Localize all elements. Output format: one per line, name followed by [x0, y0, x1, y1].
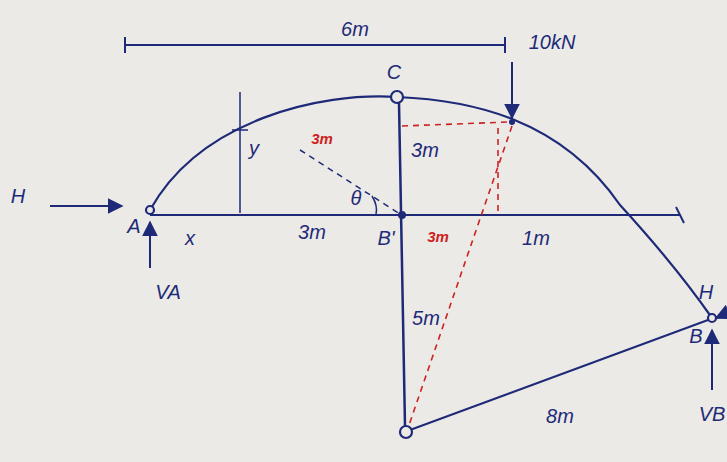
dimension-label: 3m	[298, 222, 326, 242]
radius-line	[410, 320, 708, 430]
dimension-label: 3m	[311, 131, 333, 146]
dimension-label: H	[699, 282, 713, 302]
dimension-label: VB	[699, 404, 726, 424]
crown-vertical	[399, 103, 405, 426]
red-dashed-line	[408, 126, 512, 428]
baseline	[150, 214, 680, 216]
dimension-label: VA	[155, 282, 181, 302]
arch-curve	[150, 96, 712, 318]
dimension-tick	[504, 37, 506, 53]
angle-arc	[372, 196, 377, 214]
dimension-tick	[676, 207, 684, 223]
support-hinge	[708, 314, 716, 322]
red-dashed-line	[497, 128, 499, 212]
load-arrow	[511, 62, 513, 118]
radius-dashed	[300, 150, 400, 214]
dimension-tick	[124, 37, 126, 53]
dimension-label: 10kN	[529, 32, 576, 52]
dimension-label: H	[11, 186, 25, 206]
red-dashed-line	[402, 122, 508, 126]
dimension-label: C	[387, 62, 401, 82]
dimension-label: A	[127, 216, 140, 236]
dimension-label: B'	[377, 228, 394, 248]
thrust-arrow	[50, 205, 122, 207]
dimension-label: 8m	[546, 406, 574, 426]
load-point	[509, 119, 515, 125]
ordinate-tick	[232, 129, 248, 131]
dimension-label: y	[249, 138, 259, 158]
centre-point	[400, 426, 412, 438]
dimension-label: 6m	[341, 19, 369, 39]
span-dimension-line	[125, 44, 505, 46]
dimension-label: x	[185, 228, 195, 248]
reaction-arrow	[149, 222, 151, 268]
thrust-arrow	[716, 313, 727, 318]
dimension-label: 3m	[411, 140, 439, 160]
dimension-label: B	[689, 326, 702, 346]
crown-hinge	[391, 91, 403, 103]
dimension-label: 3m	[427, 229, 449, 244]
dimension-label: θ	[351, 188, 362, 208]
centre-dot	[398, 211, 406, 219]
dimension-label: 1m	[522, 228, 550, 248]
ordinate-line	[239, 92, 241, 213]
dimension-label: 5m	[412, 308, 440, 328]
reaction-arrow	[711, 330, 713, 390]
support-hinge	[146, 206, 154, 214]
